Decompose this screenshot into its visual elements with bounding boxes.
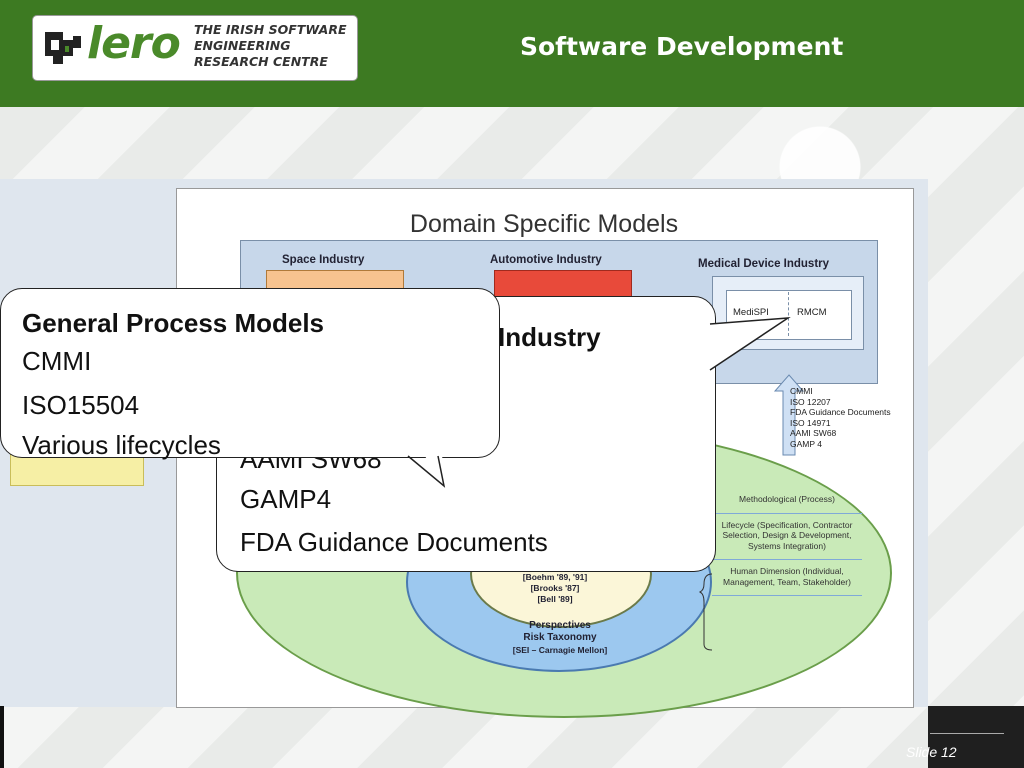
footer-bar <box>928 706 1024 768</box>
rmcm-label: RMCM <box>797 307 827 318</box>
medical-callout-line: GAMP4 <box>240 484 332 514</box>
slide-number-clip: Slide 12 <box>906 744 1024 764</box>
general-callout-line: ISO15504 <box>22 390 140 420</box>
medical-callout-line: FDA Guidance Documents <box>240 527 548 557</box>
upward-arrow <box>773 374 805 456</box>
general-callout-heading: General Process Models <box>22 308 325 338</box>
dimension-item: Lifecycle (Specification, Contractor Sel… <box>712 520 862 560</box>
logo-word: lero <box>87 18 181 69</box>
perspectives-ref: [SEI – Carnagie Mellon] <box>512 645 608 655</box>
perspectives-label: Perspectives Risk Taxonomy [SEI – Carnag… <box>480 620 640 656</box>
dimension-item: Human Dimension (Individual, Management,… <box>712 566 862 596</box>
medical-industry-label: Medical Device Industry <box>698 258 830 270</box>
logo-subtitle: THE IRISH SOFTWARE ENGINEERING RESEARCH … <box>194 22 347 70</box>
reference-item: [Bell '89] <box>537 594 573 604</box>
lero-mark-icon <box>45 32 81 64</box>
dimensions-list: Methodological (Process) Lifecycle (Spec… <box>712 494 862 602</box>
footer-divider <box>930 733 1004 734</box>
medical-models-divider <box>788 292 789 336</box>
inner-references: [Boehm '89, '91] [Brooks '87] [Bell '89] <box>500 572 610 605</box>
perspectives-subtitle: Risk Taxonomy <box>523 632 597 643</box>
dimension-item: Methodological (Process) <box>712 494 862 514</box>
logo-subtitle-line: RESEARCH CENTRE <box>194 54 328 69</box>
perspectives-title: Perspectives <box>529 620 591 631</box>
space-industry-label: Space Industry <box>282 254 365 266</box>
reference-item: [Boehm '89, '91] <box>522 572 588 582</box>
reference-item: [Brooks '87] <box>530 583 580 593</box>
standard-item: GAMP 4 <box>790 438 822 449</box>
logo-subtitle-line: THE IRISH SOFTWARE <box>194 22 347 37</box>
medical-callout-heading: Industry <box>498 322 601 352</box>
figure-title: Domain Specific Models <box>409 210 679 238</box>
header-bar: lero THE IRISH SOFTWARE ENGINEERING RESE… <box>0 0 1024 107</box>
general-callout-line: Various lifecycles <box>22 430 221 460</box>
left-footer-strip <box>0 706 4 768</box>
logo-subtitle-line: ENGINEERING <box>194 38 291 53</box>
standard-item: ISO 14971 <box>790 417 831 428</box>
standards-list: CMMI ISO 12207 FDA Guidance Documents IS… <box>790 386 891 449</box>
slide-title: Software Development <box>520 32 844 61</box>
standard-item: AAMI SW68 <box>790 428 837 438</box>
slide-number: Slide 12 <box>906 744 957 760</box>
general-callout-pointer <box>402 420 446 488</box>
standard-item: FDA Guidance Documents <box>790 407 891 417</box>
automotive-industry-label: Automotive Industry <box>490 254 602 266</box>
medispi-label: MediSPI <box>733 307 769 318</box>
medical-callout-pointer <box>706 317 791 372</box>
standard-item: CMMI <box>790 386 813 396</box>
general-callout-line: CMMI <box>22 346 92 376</box>
standard-item: ISO 12207 <box>790 396 831 407</box>
lero-logo: lero THE IRISH SOFTWARE ENGINEERING RESE… <box>32 15 358 81</box>
